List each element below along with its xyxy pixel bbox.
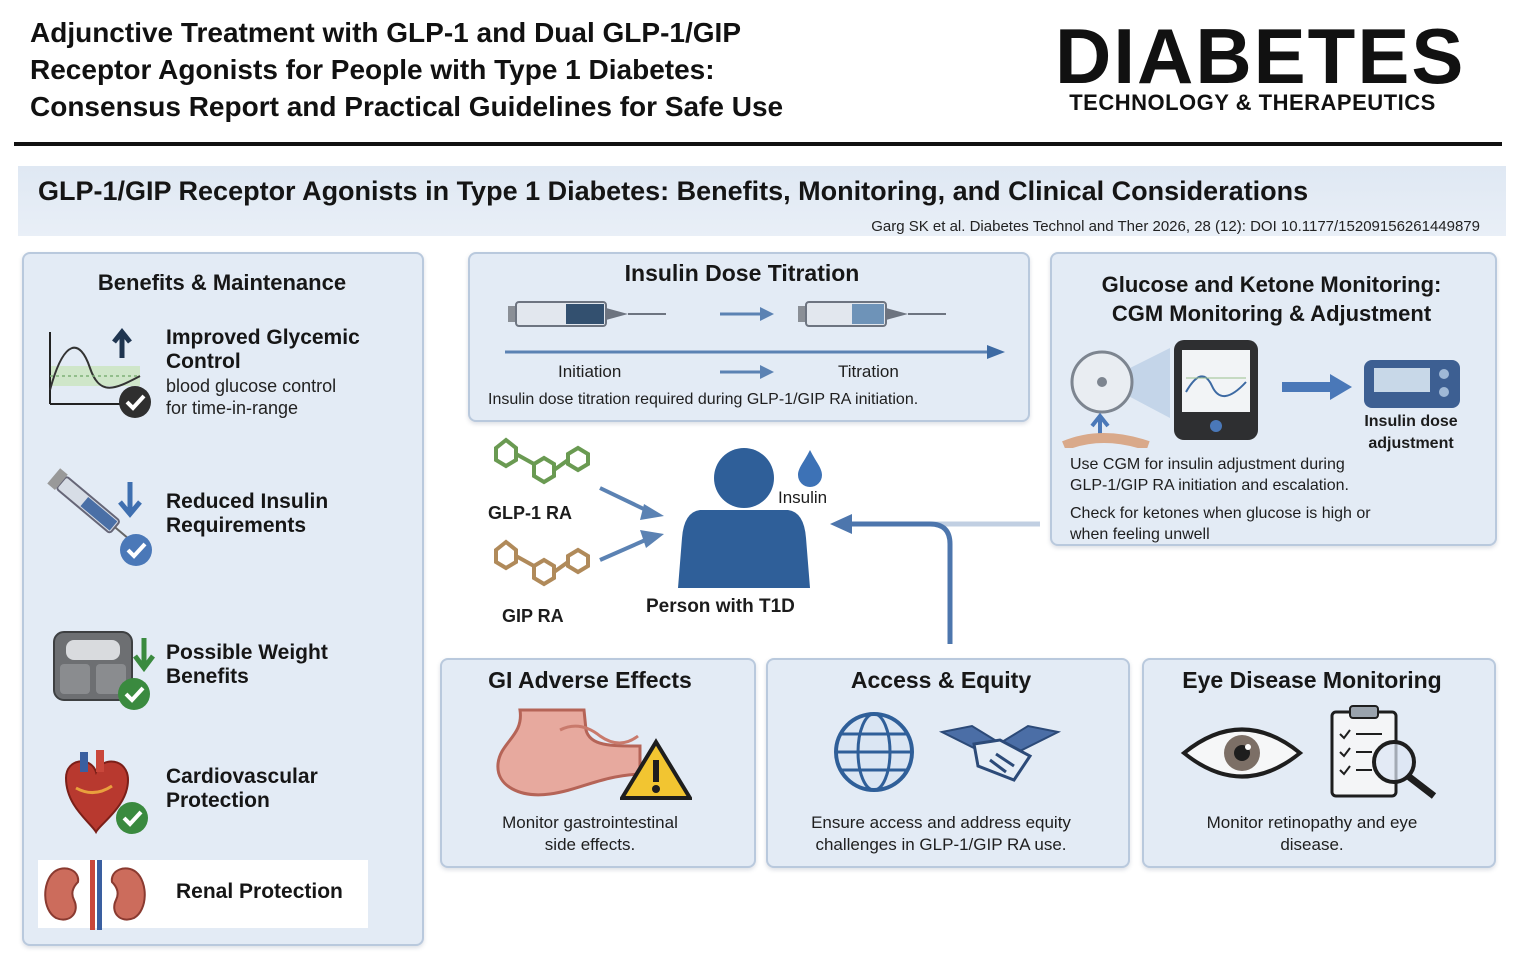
drug-arrows (599, 486, 664, 562)
benefit-sub-line: blood glucose control (166, 376, 337, 396)
report-title-line: Receptor Agonists for People with Type 1… (30, 54, 715, 85)
report-title-line: Adjunctive Treatment with GLP-1 and Dual… (30, 17, 741, 48)
benefit-insulin-title: Reduced Insulin Requirements (166, 490, 328, 538)
titration-label: Titration (838, 362, 899, 381)
citation: Garg SK et al. Diabetes Technol and Ther… (871, 218, 1480, 235)
cgm-note: Use CGM for insulin adjustment during GL… (1070, 454, 1349, 496)
scale-icon (53, 631, 155, 710)
syringe-titration-icon (798, 301, 946, 327)
cgm-note-line: Use CGM for insulin adjustment during (1070, 456, 1345, 473)
benefit-cardio-title: Cardiovascular Protection (166, 765, 318, 813)
ketone-note-line: Check for ketones when glucose is high o… (1070, 505, 1371, 522)
benefit-weight-title: Possible Weight Benefits (166, 641, 328, 689)
report-title: Adjunctive Treatment with GLP-1 and Dual… (30, 14, 930, 125)
syringe-down-icon (47, 468, 152, 566)
banner-title: GLP-1/GIP Receptor Agonists in Type 1 Di… (38, 176, 1309, 206)
warning-icon (620, 738, 692, 800)
kidney-icon (44, 860, 146, 930)
benefit-title-line: Control (166, 350, 241, 373)
gi-title: GI Adverse Effects (488, 667, 692, 693)
syringe-initiation-icon (508, 301, 666, 327)
insulin-drop-icon (798, 450, 822, 487)
phone-cgm-icon (1174, 340, 1258, 440)
cgm-sensor-icon (1062, 348, 1170, 448)
person-label: Person with T1D (646, 596, 795, 617)
eye-note-line: disease. (1280, 835, 1344, 854)
report-title-line: Consensus Report and Practical Guideline… (30, 91, 784, 122)
access-note: Ensure access and address equity challen… (766, 812, 1116, 856)
benefit-title-line: Improved Glycemic (166, 326, 360, 349)
titration-title: Insulin Dose Titration (624, 260, 860, 286)
device-label-line: Insulin dose (1364, 413, 1458, 430)
initiation-label: Initiation (558, 362, 622, 381)
titration-panel (468, 252, 1030, 422)
clipboard-magnifier-icon (1330, 705, 1437, 799)
handshake-icon (938, 724, 1062, 782)
benefit-renal-title: Renal Protection (176, 880, 343, 903)
eye-title: Eye Disease Monitoring (1182, 667, 1442, 693)
eye-note-line: Monitor retinopathy and eye (1206, 813, 1418, 832)
benefit-title-line: Benefits (166, 665, 249, 688)
glucose-graph-icon (49, 328, 151, 418)
benefit-title-line: Protection (166, 789, 270, 812)
benefit-sub-line: for time-in-range (166, 398, 299, 418)
insulin-label: Insulin (778, 488, 828, 507)
insulin-pump-icon (1364, 360, 1460, 408)
benefit-title-line: Possible Weight (166, 641, 328, 664)
access-panel (766, 658, 1130, 868)
glp1-molecule-icon (494, 437, 590, 485)
gi-note: Monitor gastrointestinal side effects. (440, 812, 740, 856)
monitoring-title-line: CGM Monitoring & Adjustment (1111, 301, 1432, 326)
benefit-glycemic-title: Improved Glycemic Control (166, 326, 360, 374)
monitoring-title: Glucose and Ketone Monitoring: CGM Monit… (1050, 270, 1493, 328)
titration-note: Insulin dose titration required during G… (488, 391, 919, 408)
gi-note-line: side effects. (544, 835, 636, 854)
glp1-label: GLP-1 RA (488, 503, 573, 523)
gip-molecule-icon (494, 539, 590, 587)
gi-note-line: Monitor gastrointestinal (502, 813, 678, 832)
monitoring-title-line: Glucose and Ketone Monitoring: (1101, 272, 1442, 297)
right-arrow-icon (1282, 374, 1352, 400)
cgm-note-line: GLP-1/GIP RA initiation and escalation. (1070, 477, 1349, 494)
right-arrow-icon (720, 307, 774, 321)
banner (18, 166, 1506, 236)
header-divider (14, 142, 1502, 146)
person-icon (678, 448, 810, 588)
gip-label: GIP RA (502, 606, 564, 626)
benefit-title-line: Requirements (166, 514, 307, 537)
eye-note: Monitor retinopathy and eye disease. (1142, 812, 1482, 856)
benefit-title-line: Cardiovascular (166, 765, 318, 788)
journal-logo: DIABETES (1055, 12, 1466, 100)
heart-icon (64, 750, 148, 835)
device-label-line: adjustment (1368, 435, 1454, 452)
insulin-dose-adjustment-label: Insulin dose adjustment (1356, 411, 1466, 455)
journal-logo-subtitle: TECHNOLOGY & THERAPEUTICS (1069, 90, 1436, 115)
access-title: Access & Equity (850, 667, 1032, 693)
stomach-icon (496, 708, 642, 797)
timeline-arrow (505, 345, 1005, 359)
right-arrow-icon (720, 365, 774, 379)
ketone-note: Check for ketones when glucose is high o… (1070, 503, 1371, 545)
access-note-line: challenges in GLP-1/GIP RA use. (815, 835, 1067, 854)
access-note-line: Ensure access and address equity (811, 813, 1071, 832)
globe-icon (834, 712, 914, 792)
eye-icon (1180, 727, 1304, 779)
benefits-title: Benefits & Maintenance (97, 270, 347, 295)
benefit-title-line: Reduced Insulin (166, 490, 329, 513)
benefit-glycemic-subtitle: blood glucose control for time-in-range (166, 375, 336, 419)
feedback-arrow (830, 514, 1040, 644)
ketone-note-line: when feeling unwell (1070, 526, 1210, 543)
